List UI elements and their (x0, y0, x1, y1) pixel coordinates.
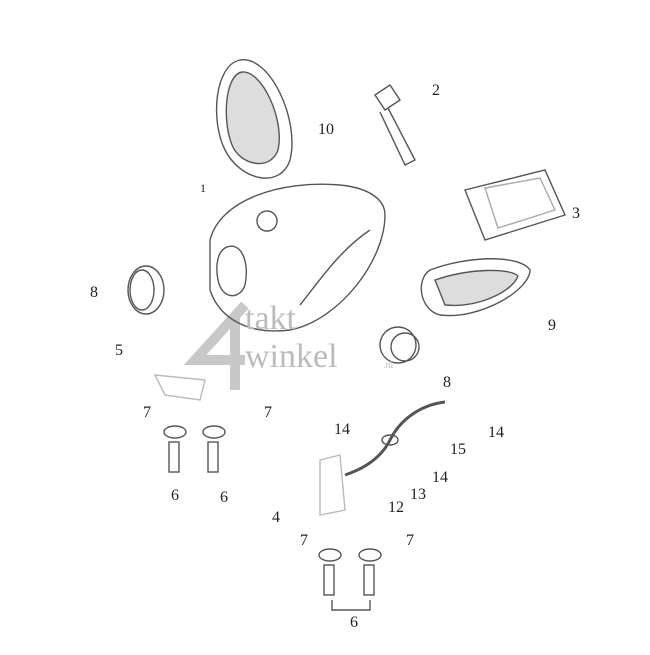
callout-14-c: 14 (432, 469, 448, 486)
watermark-suffix: .nl (383, 360, 394, 371)
callout-14-b: 14 (488, 424, 504, 441)
callout-14-a: 14 (334, 421, 350, 438)
callout-7-d: 7 (406, 532, 414, 549)
callout-15: 15 (450, 441, 466, 458)
watermark-winkel: winkel (245, 338, 338, 375)
callout-7-a: 7 (143, 404, 151, 421)
callout-8-left: 8 (90, 284, 98, 301)
callout-7-c: 7 (300, 532, 308, 549)
callout-8-right: 8 (443, 374, 451, 391)
callout-6-a: 6 (171, 487, 179, 504)
callout-7-b: 7 (264, 404, 272, 421)
callout-1: 1 (200, 181, 206, 195)
callout-12: 12 (388, 499, 404, 516)
watermark-takt: takt (245, 300, 296, 337)
knee-pad-left (215, 59, 293, 179)
callout-13: 13 (410, 486, 426, 503)
callout-2: 2 (432, 82, 440, 99)
callout-3: 3 (572, 205, 580, 222)
callout-10: 10 (318, 121, 334, 138)
callout-9: 9 (548, 317, 556, 334)
callout-4: 4 (272, 509, 280, 526)
fuel-tank (209, 183, 386, 332)
knee-pad-right (420, 258, 531, 317)
callout-6-b: 6 (220, 489, 228, 506)
callout-5: 5 (115, 342, 123, 359)
callout-6-c: 6 (350, 614, 358, 631)
